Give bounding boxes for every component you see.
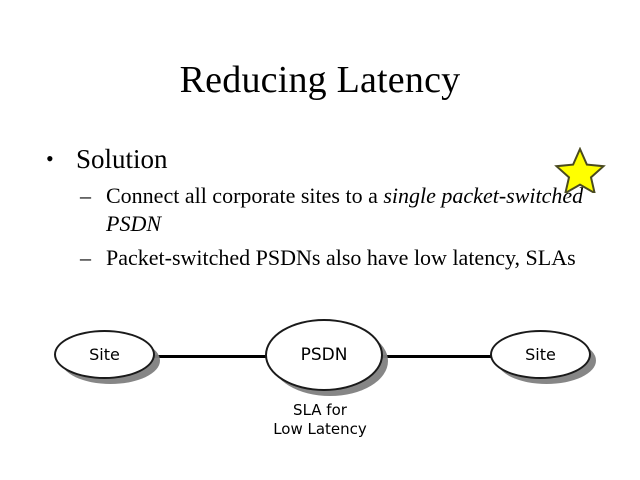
bullet-list: • Solution – Connect all corporate sites…	[44, 142, 604, 272]
bullet-level1-solution: • Solution	[44, 142, 604, 176]
diagram-caption-line1: SLA for	[293, 401, 347, 419]
bullet-level2-low-latency-slas: – Packet-switched PSDNs also have low la…	[44, 244, 604, 272]
link-psdn-to-site-right	[379, 355, 499, 358]
bullet-level1-label: Solution	[76, 144, 168, 174]
bullet-dash-icon: –	[80, 245, 91, 270]
bullet-level2-emphasis: single packet-switched PSDN	[106, 183, 584, 236]
diagram-node-label: Site	[525, 345, 556, 364]
link-site-left-to-psdn	[150, 355, 272, 358]
diagram-caption: SLA for Low Latency	[0, 401, 640, 439]
network-diagram: Site PSDN Site SLA for Low Latency	[0, 312, 640, 438]
diagram-node-label: PSDN	[300, 345, 348, 365]
page-title: Reducing Latency	[179, 59, 461, 101]
diagram-node-site-left: Site	[54, 330, 155, 379]
diagram-caption-line2: Low Latency	[273, 420, 367, 438]
diagram-node-site-right: Site	[490, 330, 591, 379]
bullet-level2-text: Connect all corporate sites to a	[106, 183, 384, 208]
bullet-dash-icon: –	[80, 183, 91, 208]
bullet-level2-connect-sites: – Connect all corporate sites to a singl…	[44, 182, 604, 238]
bullet-level2-text: Packet-switched PSDNs also have low late…	[106, 245, 576, 270]
diagram-node-psdn: PSDN	[265, 319, 383, 391]
star-icon	[554, 146, 606, 196]
diagram-node-label: Site	[89, 345, 120, 364]
bullet-dot-icon: •	[46, 146, 54, 171]
